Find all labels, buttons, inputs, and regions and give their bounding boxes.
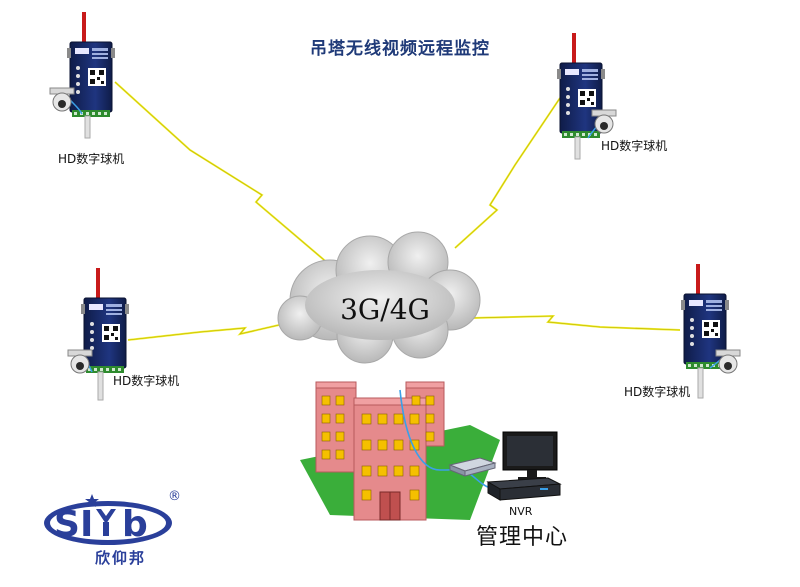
camera-label-top-left: HD数字球机 [58, 152, 125, 166]
nvr-label: NVR [509, 505, 533, 518]
camera-station-top-left [49, 10, 117, 139]
network-switch [448, 457, 497, 477]
cloud-network [277, 231, 481, 364]
logo-chinese-name: 欣仰邦 [95, 549, 147, 567]
registered-mark: ® [168, 489, 181, 504]
svg-text:b: b [122, 504, 148, 545]
siyb-logo: S I b [44, 494, 172, 545]
svg-text:S: S [54, 504, 80, 545]
camera-label-top-right: HD数字球机 [601, 139, 668, 153]
camera-label-mid-left: HD数字球机 [113, 374, 180, 388]
diagram-title: 吊塔无线视频远程监控 [310, 39, 490, 59]
nvr-recorder [486, 477, 562, 501]
monitor [502, 431, 558, 480]
camera-station-mid-right [679, 262, 741, 399]
svg-text:I: I [80, 504, 93, 545]
link-top-right [454, 97, 561, 249]
network-label: 3G/4G [340, 293, 430, 326]
camera-station-mid-left [67, 266, 131, 401]
link-mid-right [471, 314, 681, 331]
camera-label-mid-right: HD数字球机 [624, 385, 691, 399]
management-center-label: 管理中心 [476, 525, 569, 550]
management-center-buildings [300, 381, 500, 521]
camera-station-top-right [555, 31, 617, 160]
